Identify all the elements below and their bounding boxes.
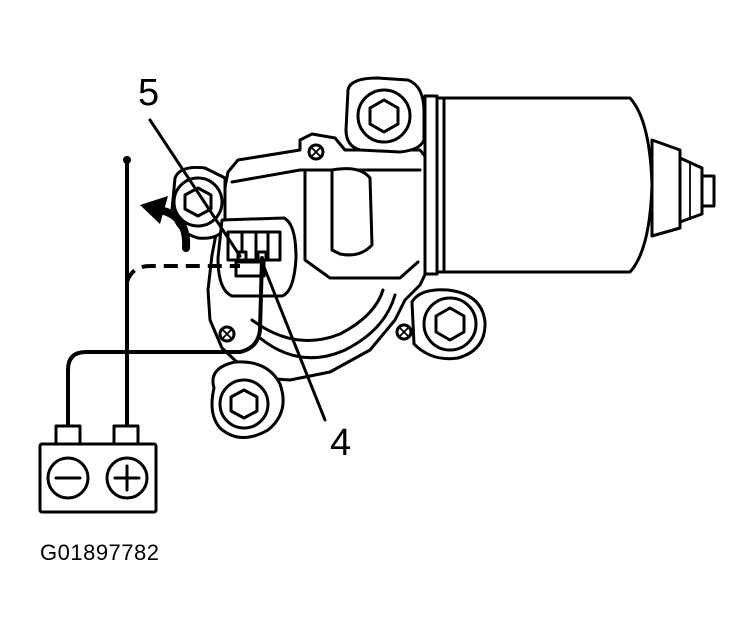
motor-can [423, 94, 716, 276]
bolt-hex-icon [434, 306, 466, 342]
minus-icon [46, 456, 90, 500]
callout-label-5: 5 [138, 72, 160, 114]
mount-bottom [210, 360, 285, 439]
callout-label-4: 4 [330, 422, 352, 464]
housing-slot [330, 167, 374, 257]
plus-icon [105, 456, 149, 500]
mount-right [410, 288, 487, 361]
figure-code: G01897782 [40, 540, 160, 565]
bolt-hex-icon [183, 186, 213, 218]
test-leads [66, 156, 264, 430]
battery-positive-post [112, 424, 140, 446]
gear-housing [206, 132, 434, 382]
bolt-hex-icon [229, 388, 259, 420]
leader-line-4 [260, 260, 327, 422]
screw-icon [218, 325, 236, 343]
screw-icon [395, 323, 413, 341]
leader-line-5 [148, 118, 242, 258]
mount-left [170, 166, 227, 240]
battery [38, 424, 158, 514]
bolt-hex-icon [368, 98, 400, 134]
rotation-arrow-icon [140, 196, 191, 252]
mount-top [344, 76, 426, 154]
connector [216, 216, 298, 298]
terminal-5 [236, 250, 248, 262]
battery-negative-post [54, 424, 82, 446]
screw-icon [307, 143, 325, 161]
